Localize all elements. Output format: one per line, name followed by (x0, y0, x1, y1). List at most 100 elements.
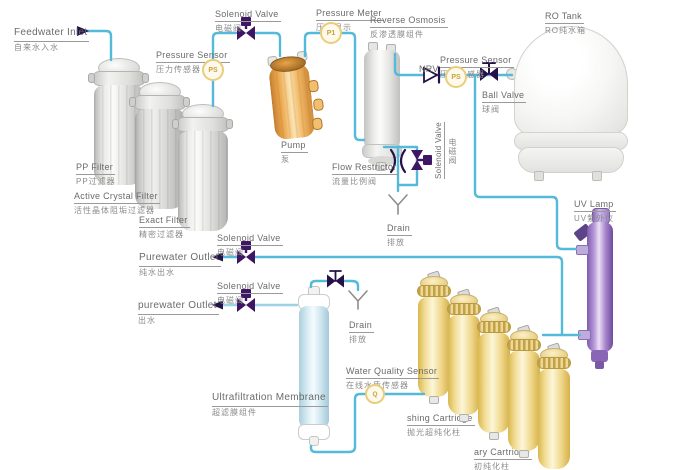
flow-arrows (77, 26, 223, 310)
label-drain-2: Drain 排放 (349, 314, 375, 345)
water-quality-sensor-label-zh: 在线水质传感器 (346, 381, 439, 391)
polishing-cartridge-label-zh: 抛光超纯化柱 (407, 428, 461, 437)
ro-tank-label-zh: RO纯水箱 (545, 26, 586, 35)
uv-bottom-tip (595, 361, 604, 369)
active-crystal-filter-label-en: Active Crystal Filter (74, 191, 160, 205)
pipe-solenoid-to-pump (254, 31, 282, 58)
solenoid-valve-outlet1-label-zh: 电磁阀 (217, 248, 244, 257)
drain-2-label-zh: 排放 (349, 335, 367, 344)
pipe-ro-to-tank (393, 52, 514, 77)
cartridge-cap (537, 357, 571, 369)
pipe-uf-to-sensor (309, 392, 426, 454)
cartridge-body (418, 297, 450, 397)
solenoid-bowtie (237, 250, 255, 264)
ball-valves (327, 62, 498, 288)
filter-bolt (88, 73, 95, 83)
solenoid-stem (244, 249, 248, 253)
solenoid-valve-reject-label-en: Solenoid Valve (434, 122, 445, 179)
solenoid-stem (244, 25, 248, 29)
pressure-sensor-1-badge: PS (202, 59, 224, 81)
pipe-uf-drain (309, 279, 360, 292)
feedwater-inlet-label-zh: 自来水入水 (14, 42, 59, 52)
ro-tank-label-en: RO Tank (545, 11, 584, 25)
ultrafiltration-membrane-label-zh: 超滤膜组件 (212, 407, 257, 417)
purewater-outlet-1-label-en: Purewater Outlet (139, 252, 221, 267)
label-exact-filter: Exact Filter 精密过滤器 (139, 209, 190, 240)
drain-2-icon (348, 290, 368, 310)
solenoid-stem (417, 158, 423, 162)
label-purewater-outlet-1: Purewater Outlet 纯水出水 (139, 246, 221, 278)
water-quality-sensor-badge: Q (365, 384, 385, 404)
label-uv-lamp: UV Lamp UV紫外仪 (574, 193, 616, 224)
ro-tank-graphic (506, 26, 630, 184)
ro-fitting (376, 162, 386, 171)
drain-1-label-en: Drain (387, 223, 413, 237)
purewater-outlet-2-label-en: purewater Outlet (138, 300, 219, 315)
tank-foot (592, 171, 602, 181)
solenoid-bowtie (237, 298, 255, 312)
primary-cartridge-label-en: ary Cartridge (474, 447, 532, 461)
purewater-outlet-1-label-zh: 纯水出水 (139, 267, 175, 277)
nrv-triangle (423, 66, 439, 84)
label-purewater-outlet-2: purewater Outlet 出水 (138, 294, 219, 326)
cartridge-bottom-fitting (459, 414, 469, 422)
pressure-meter-text: P1 (326, 29, 336, 37)
cartridge-cap (507, 339, 541, 351)
label-pressure-sensor-1: Pressure Sensor 压力传感器 (156, 44, 230, 75)
pipe-to-uv-inlet (473, 73, 578, 251)
cartridge-cap (477, 321, 511, 333)
purewater-outlet-2-label-zh: 出水 (138, 315, 156, 325)
pressure-sensor-2-badge: PS (445, 66, 467, 88)
pressure-sensor-1-text: PS (208, 66, 218, 74)
feedwater-inlet-label-en: Feedwater Inlet (14, 27, 90, 42)
pp-filter-label-en: PP Filter (76, 162, 116, 176)
solenoid-valve-outlet2-label-en: Solenoid Valve (217, 281, 283, 295)
pressure-sensor-2-text: PS (451, 73, 461, 81)
drain-1-icon (388, 194, 408, 215)
filter-bolt (129, 97, 136, 107)
nrv-label-en: NRV (419, 64, 439, 74)
drain-1-label-zh: 排放 (387, 238, 405, 247)
filter-bolt (226, 119, 233, 129)
pipe-feedwater (85, 29, 113, 62)
solenoid-valve-outlet2-label-zh: 电磁阀 (217, 296, 244, 305)
flow-restrictor-icon (389, 148, 407, 174)
uv-lamp-label-en: UV Lamp (574, 199, 616, 213)
exact-filter-graphic (172, 104, 233, 234)
active-crystal-filter-graphic (129, 82, 190, 212)
pressure-sensor-2-label-en: Pressure Sensor (440, 55, 514, 69)
flow-restrictor-left-arc (389, 148, 397, 174)
solenoid-valve-top-label-zh: 电磁阀 (215, 24, 242, 33)
primary-cartridge-label-zh: 初纯化柱 (474, 462, 510, 470)
label-ultrafiltration-membrane: Ultrafiltration Membrane 超滤膜组件 (212, 386, 328, 418)
label-pump: Pump 泵 (281, 134, 308, 165)
cartridge-body (508, 351, 540, 451)
ball-valve-handle (482, 62, 496, 75)
solenoid-valve-icon-reject (411, 150, 432, 170)
solenoid-coil (423, 155, 432, 165)
label-nrv: NRV (419, 58, 441, 78)
purewater-outlet-1-arrow-icon (212, 252, 223, 262)
tank-base (518, 147, 624, 173)
filter-bolt (142, 73, 149, 83)
label-primary-cartridge: ary Cartridge 初纯化柱 (474, 441, 532, 470)
flow-restrictor-label-zh: 流量比例阀 (332, 177, 377, 186)
ball-valve-label-zh: 球阀 (482, 105, 500, 114)
exact-filter-label-en: Exact Filter (139, 215, 190, 229)
water-quality-sensor-text: Q (372, 390, 378, 398)
label-solenoid-valve-outlet1: Solenoid Valve 电磁阀 (217, 227, 283, 258)
pressure-meter-label-en: Pressure Meter (316, 8, 384, 22)
purewater-outlet-2-arrow-icon (212, 300, 223, 310)
tank-foot (534, 171, 544, 181)
solenoid-valve-top-label-en: Solenoid Valve (215, 9, 281, 23)
solenoid-valve-icon-top (237, 17, 255, 40)
reverse-osmosis-graphic (362, 42, 406, 172)
cartridge-body (538, 369, 570, 469)
label-feedwater-inlet: Feedwater Inlet 自来水入水 (14, 21, 90, 53)
reverse-osmosis-label-en: Reverse Osmosis (370, 15, 448, 29)
filter-bolt (172, 119, 179, 129)
pipe-pump-to-ro (303, 31, 366, 142)
label-solenoid-valve-reject: Solenoid Valve 电磁阀 (434, 122, 458, 179)
